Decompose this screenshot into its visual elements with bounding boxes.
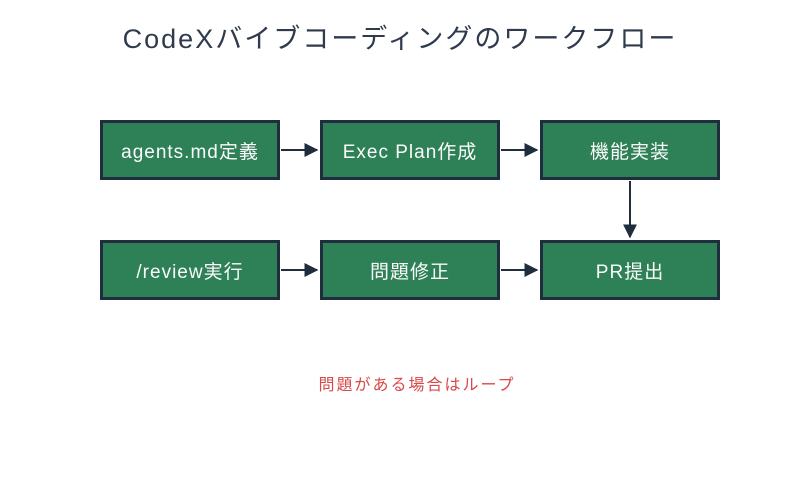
diagram-title: CodeXバイブコーディングのワークフロー — [122, 24, 678, 54]
node-implement-feature: 機能実装 — [540, 120, 720, 180]
node-submit-pr: PR提出 — [540, 240, 720, 300]
node-label: Exec Plan作成 — [342, 141, 478, 163]
node-create-exec-plan: Exec Plan作成 — [320, 120, 500, 180]
node-label: PR提出 — [595, 261, 665, 283]
node-label: 問題修正 — [369, 261, 450, 283]
loop-annotation: 問題がある場合はループ — [318, 377, 516, 394]
node-define-agents-md: agents.md定義 — [100, 120, 280, 180]
node-label: agents.md定義 — [121, 141, 259, 163]
node-label: 機能実装 — [589, 141, 670, 163]
node-run-review: /review実行 — [100, 240, 280, 300]
node-label: /review実行 — [136, 261, 244, 283]
node-fix-issues: 問題修正 — [320, 240, 500, 300]
